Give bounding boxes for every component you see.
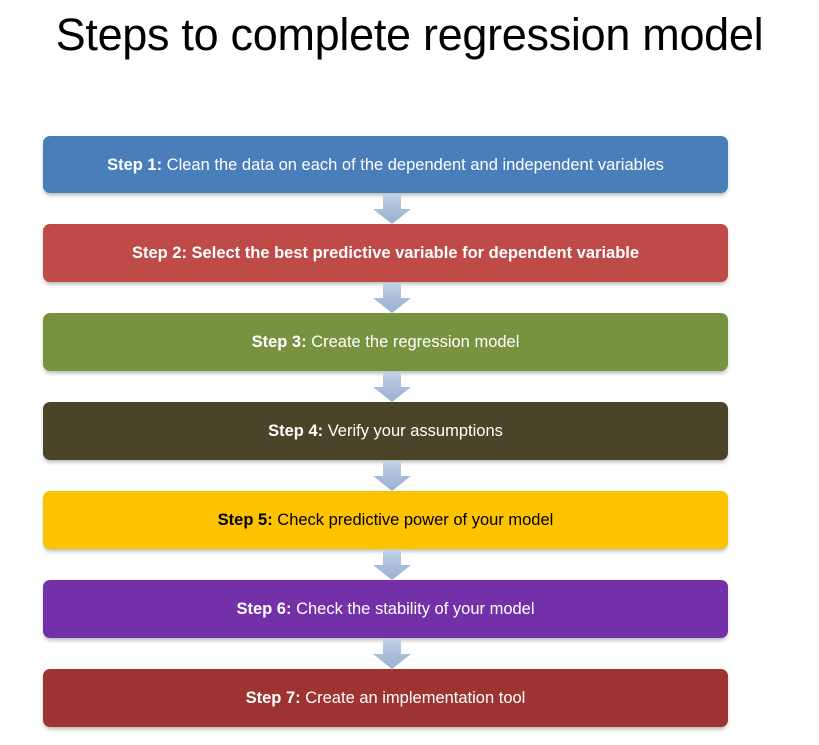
flow-step-7: Step 7: Create an implementation tool bbox=[43, 669, 728, 727]
step-box-7[interactable]: Step 7: Create an implementation tool bbox=[43, 669, 728, 727]
step-text-6: Step 6: Check the stability of your mode… bbox=[236, 598, 534, 620]
step-body-6: Check the stability of your model bbox=[291, 600, 535, 618]
step-text-4: Step 4: Verify your assumptions bbox=[268, 420, 503, 442]
connector-gap-2 bbox=[43, 282, 728, 313]
connector-gap-6 bbox=[43, 638, 728, 669]
step-body-2: Select the best predictive variable for … bbox=[186, 244, 640, 262]
down-arrow-icon bbox=[373, 550, 411, 580]
down-arrow-icon bbox=[373, 372, 411, 402]
connector-gap-4 bbox=[43, 460, 728, 491]
step-box-1[interactable]: Step 1: Clean the data on each of the de… bbox=[43, 136, 728, 193]
step-box-2[interactable]: Step 2: Select the best predictive varia… bbox=[43, 224, 728, 282]
step-text-2: Step 2: Select the best predictive varia… bbox=[132, 242, 639, 264]
step-box-3[interactable]: Step 3: Create the regression model bbox=[43, 313, 728, 371]
step-text-1: Step 1: Clean the data on each of the de… bbox=[107, 154, 664, 176]
step-text-7: Step 7: Create an implementation tool bbox=[246, 687, 526, 709]
step-label-3: Step 3: bbox=[251, 333, 307, 351]
down-arrow-icon bbox=[373, 461, 411, 491]
step-label-2: Step 2: bbox=[131, 244, 187, 262]
down-arrow-icon bbox=[373, 194, 411, 224]
step-text-3: Step 3: Create the regression model bbox=[252, 331, 520, 353]
flow-step-6: Step 6: Check the stability of your mode… bbox=[43, 580, 728, 638]
step-label-7: Step 7: bbox=[245, 689, 301, 707]
step-label-5: Step 5: bbox=[217, 511, 273, 529]
flow-step-2: Step 2: Select the best predictive varia… bbox=[43, 224, 728, 282]
down-arrow-icon bbox=[373, 639, 411, 669]
connector-gap-3 bbox=[43, 371, 728, 402]
flow-step-4: Step 4: Verify your assumptions bbox=[43, 402, 728, 460]
flow-step-1: Step 1: Clean the data on each of the de… bbox=[43, 136, 728, 193]
page-title: Steps to complete regression model bbox=[55, 9, 764, 60]
step-box-5[interactable]: Step 5: Check predictive power of your m… bbox=[43, 491, 728, 549]
step-body-3: Create the regression model bbox=[306, 333, 520, 351]
flowchart: Step 1: Clean the data on each of the de… bbox=[43, 136, 728, 727]
step-body-4: Verify your assumptions bbox=[323, 422, 503, 440]
step-body-5: Check predictive power of your model bbox=[272, 511, 554, 529]
down-arrow-icon bbox=[373, 283, 411, 313]
step-box-6[interactable]: Step 6: Check the stability of your mode… bbox=[43, 580, 728, 638]
connector-gap-1 bbox=[43, 193, 728, 224]
step-label-4: Step 4: bbox=[268, 422, 324, 440]
step-text-5: Step 5: Check predictive power of your m… bbox=[218, 509, 554, 531]
step-box-4[interactable]: Step 4: Verify your assumptions bbox=[43, 402, 728, 460]
step-label-1: Step 1: bbox=[107, 155, 163, 174]
step-body-7: Create an implementation tool bbox=[300, 689, 526, 707]
step-body-1: Clean the data on each of the dependent … bbox=[162, 155, 664, 174]
flow-step-5: Step 5: Check predictive power of your m… bbox=[43, 491, 728, 549]
flow-step-3: Step 3: Create the regression model bbox=[43, 313, 728, 371]
connector-gap-5 bbox=[43, 549, 728, 580]
step-label-6: Step 6: bbox=[236, 600, 292, 618]
